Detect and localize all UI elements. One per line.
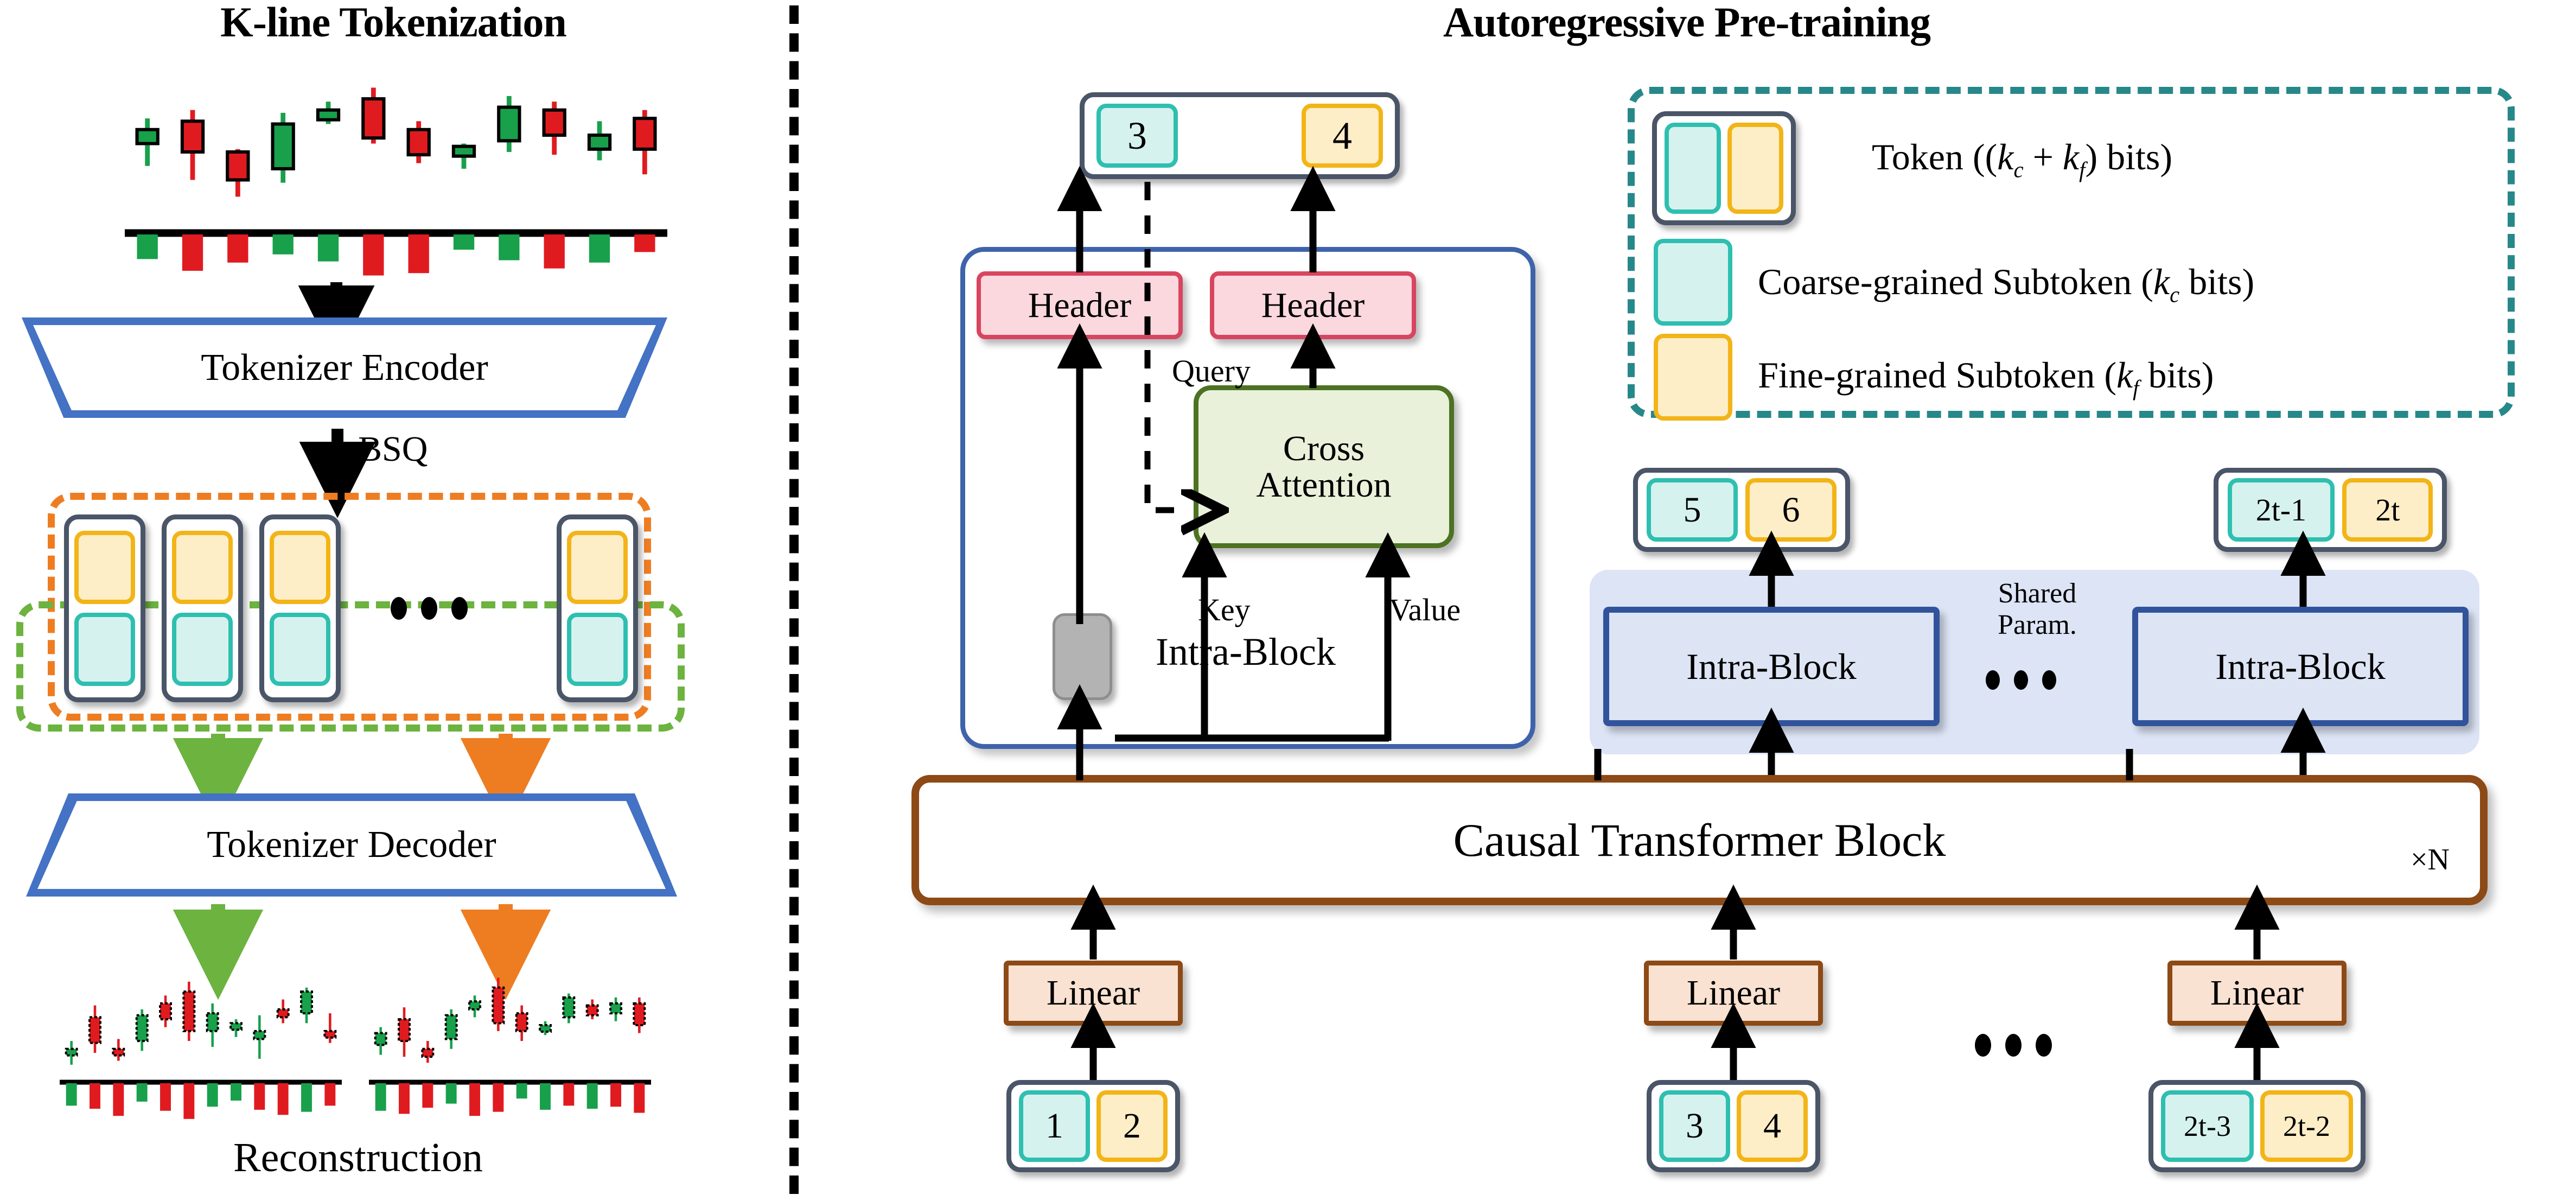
transformer-repeat-badge: ×N [2410,843,2450,876]
legend-token-sub1: c [2013,157,2024,182]
legend-token-text-post: ) bits) [2085,136,2172,177]
legend-token-k1: k [1997,136,2014,177]
arrow-tokens-to-decoder-coarse [173,734,264,829]
bsq-label: BSQ [358,429,428,469]
tokenizer-encoder-label: Tokenizer Encoder [201,346,488,389]
fine-subtoken [567,531,628,604]
reconstruction-label: Reconstruction [233,1135,483,1180]
input-coarse-3: 2t-3 [2161,1090,2254,1162]
reconstruction-chart-right [369,971,651,1134]
legend-fine-chip-inner [1727,123,1783,214]
legend-fine-label: Fine-grained Subtoken (kf bits) [1758,354,2214,401]
intra-block-detail-label: Intra-Block [1156,630,1336,673]
legend-box [1628,87,2515,418]
legend-token-pair-icon [1652,111,1796,225]
source-candlestick-chart [125,76,667,293]
linear-box-3: Linear [2167,961,2347,1026]
panel-divider [789,5,799,1194]
arrow-chart-to-encoder [298,282,375,362]
shared-output-token-box-1: 5 6 [1633,468,1850,552]
token-box [162,514,243,702]
legend-coarse-text-post: bits) [2179,261,2255,302]
legend-token-text-pre: Token (( [1872,136,1998,177]
bottom-column-arrows [1070,884,2280,1080]
cross-attention-line1: Cross [1283,428,1365,468]
token-box [557,514,638,702]
legend-coarse-chip [1654,239,1732,326]
transformer-to-intra-feeds [1076,749,2133,780]
input-fine-3: 2t-2 [2260,1090,2353,1162]
fine-subtoken [74,531,135,604]
output-fine-subtoken: 4 [1302,104,1383,168]
input-coarse-2: 3 [1659,1090,1730,1162]
legend-fine-text-pre: Fine-grained Subtoken ( [1758,354,2116,396]
shared-output-coarse-1: 5 [1647,478,1738,542]
output-token-box: 3 4 [1080,92,1400,179]
shared-intra-block-1: Intra-Block [1603,607,1940,726]
shared-intra-block-ellipsis [1986,670,2056,690]
shared-output-coarse-2: 2t-1 [2227,478,2335,542]
token-stack-ellipsis [391,597,468,620]
input-token-box-3: 2t-3 2t-2 [2148,1080,2365,1172]
output-coarse-subtoken: 3 [1096,104,1178,168]
legend-coarse-text-pre: Coarse-grained Subtoken ( [1758,261,2153,302]
query-label: Query [1172,353,1251,389]
coarse-subtoken [270,613,330,686]
legend-token-label: Token ((kc + kf) bits) [1872,136,2172,183]
reconstruction-chart-left [60,971,342,1134]
input-fine-2: 4 [1737,1090,1808,1162]
tokenizer-encoder-box: Tokenizer Encoder [22,317,667,418]
input-coarse-1: 1 [1019,1090,1090,1162]
input-token-box-1: 1 2 [1006,1080,1180,1172]
left-panel-title: K-line Tokenization [220,0,567,46]
legend-fine-chip [1654,334,1732,421]
intra-block-connectors [1057,166,1411,803]
legend-fine-sub1: f [2133,376,2139,401]
coarse-subtoken [172,613,233,686]
legend-coarse-sub1: c [2170,282,2180,307]
causal-transformer-block: Causal Transformer Block ×N [911,775,2488,905]
tokenizer-decoder-label: Tokenizer Decoder [207,824,496,866]
arrow-decoder-to-recon-right [460,904,551,1000]
token-box [259,514,341,702]
shared-output-token-box-2: 2t-1 2t [2214,468,2447,552]
legend-coarse-label: Coarse-grained Subtoken (kc bits) [1758,260,2254,308]
tokenizer-decoder-box: Tokenizer Decoder [26,793,677,897]
legend-token-sub2: f [2079,157,2086,182]
right-panel-title: Autoregressive Pre-training [1443,0,1931,46]
legend-token-k2: k [2062,136,2080,177]
arrow-decoder-to-recon-left [173,904,264,1000]
input-fine-1: 2 [1096,1090,1168,1162]
legend-fine-text-post: bits) [2139,354,2214,396]
shared-output-fine-2: 2t [2342,478,2433,542]
legend-fine-k1: k [2116,354,2133,396]
bottom-row-ellipsis [1975,1034,2052,1057]
shared-param-line2: Param. [1998,609,2077,641]
shared-intra-block-2: Intra-Block [2132,607,2469,726]
legend-coarse-k1: k [2153,261,2170,302]
cross-attention-box: Cross Attention [1194,385,1454,548]
coarse-subtoken [567,613,628,686]
coarse-subtoken [74,613,135,686]
arrow-encoder-to-bsq [299,429,376,518]
fine-subtoken [172,531,233,604]
legend-coarse-chip-inner [1665,123,1721,214]
token-stack [64,514,639,702]
legend-token-text-mid: + [2023,136,2063,177]
causal-transformer-label: Causal Transformer Block [1453,814,1946,866]
token-box [64,514,145,702]
fine-subtoken [270,531,330,604]
value-label: Value [1389,592,1461,627]
arrow-tokens-to-decoder-fine [460,734,551,829]
cross-attention-line2: Attention [1256,465,1392,505]
input-token-box-2: 3 4 [1647,1080,1820,1172]
shared-param-label: Shared Param. [1959,578,2116,641]
shared-output-fine-1: 6 [1745,478,1837,542]
shared-param-line1: Shared [1998,578,2077,609]
